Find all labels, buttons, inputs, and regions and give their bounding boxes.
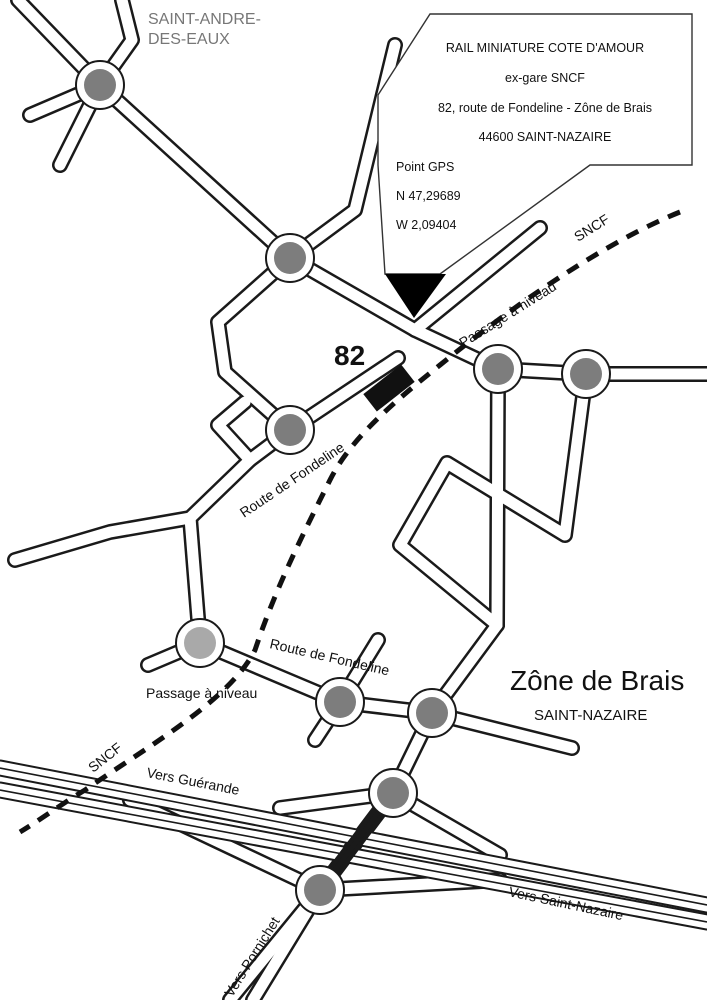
callout-postcode: 44600 SAINT-NAZAIRE <box>479 130 612 144</box>
roundabout <box>315 677 365 727</box>
town-label: SAINT-ANDRE- <box>148 11 261 28</box>
railway-line <box>18 209 681 835</box>
callout-gps-label: Point GPS <box>396 160 454 174</box>
roundabout <box>368 768 418 818</box>
roundabout <box>561 349 611 399</box>
zone-title: Zône de Brais <box>510 665 684 696</box>
callout-gps-latitude: N 47,29689 <box>396 189 461 203</box>
zone-city: SAINT-NAZAIRE <box>534 707 647 724</box>
roundabout <box>407 688 457 738</box>
address-callout: RAIL MINIATURE COTE D'AMOUR ex-gare SNCF… <box>377 13 693 318</box>
roundabout <box>295 865 345 915</box>
roundabout <box>473 344 523 394</box>
roundabout <box>75 60 125 110</box>
level-crossing-label: Passage à niveau <box>146 685 257 701</box>
callout-gps-longitude: W 2,09404 <box>396 218 457 232</box>
town-label: DES-EAUX <box>148 31 230 48</box>
location-pointer-icon <box>385 274 446 318</box>
roundabout <box>265 405 315 455</box>
callout-title: RAIL MINIATURE COTE D'AMOUR <box>446 41 644 55</box>
roundabout-level-crossing <box>175 618 225 668</box>
street-number-label: 82 <box>334 340 365 371</box>
callout-address: 82, route de Fondeline - Zône de Brais <box>438 101 652 115</box>
callout-subtitle: ex-gare SNCF <box>505 71 585 85</box>
railway-label: SNCF <box>571 211 612 245</box>
roundabout <box>265 233 315 283</box>
station-building <box>363 364 415 412</box>
